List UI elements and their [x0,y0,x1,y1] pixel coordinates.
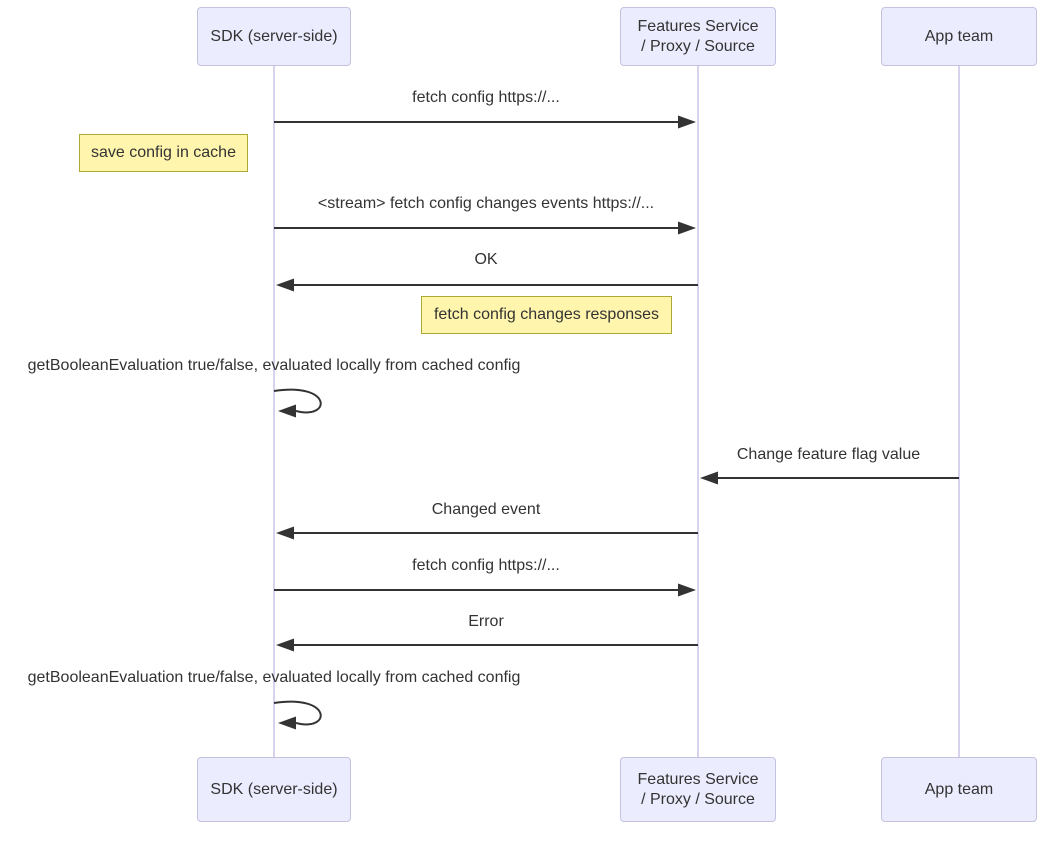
note-text: save config in cache [91,144,236,161]
arrow-stream-fetch-changes [274,221,696,235]
arrow-head-left-icon [276,278,294,292]
message-label-get-boolean-evaluation-2: getBooleanEvaluation true/false, evaluat… [27,669,521,686]
arrow-fetch-config-2 [274,583,696,597]
arrow-error [276,638,698,652]
self-loop-curve [273,700,322,726]
arrow-head-right-icon [678,115,696,129]
note-text: fetch config changes responses [433,306,660,323]
arrow-changed-event [276,526,698,540]
message-label-ok: OK [474,251,498,268]
message-label-fetch-config-1: fetch config https://... [412,89,560,106]
self-loop-get-boolean-evaluation-2 [273,700,322,730]
actor-label: App team [924,27,994,45]
message-label-get-boolean-evaluation-1: getBooleanEvaluation true/false, evaluat… [27,357,521,374]
actor-bottom-features-service: Features Service / Proxy / Source [620,757,776,822]
actor-top-features-service: Features Service / Proxy / Source [620,7,776,66]
message-label-fetch-config-2: fetch config https://... [412,557,560,574]
actor-bottom-sdk: SDK (server-side) [197,757,351,822]
arrow-head-right-icon [678,583,696,597]
actor-label-line1: Features Service [637,17,759,35]
message-label-stream-fetch-changes: <stream> fetch config changes events htt… [317,195,655,212]
actor-label: SDK (server-side) [210,780,338,798]
arrow-head-left-icon [278,404,296,418]
actor-top-sdk: SDK (server-side) [197,7,351,66]
arrow-change-feature-flag [700,471,959,485]
arrow-fetch-config-1 [274,115,696,129]
lifelines [273,66,960,757]
self-loop-get-boolean-evaluation-1 [273,388,322,418]
self-loop-curve [273,388,322,414]
note-fetch-config-changes-responses: fetch config changes responses [421,296,672,334]
arrow-head-left-icon [276,638,294,652]
actor-label: App team [924,780,994,798]
actor-label-line2: / Proxy / Source [641,37,755,55]
arrow-head-right-icon [678,221,696,235]
message-label-change-feature-flag: Change feature flag value [736,446,921,463]
message-label-error: Error [468,613,504,630]
actor-bottom-app-team: App team [881,757,1037,822]
arrow-head-left-icon [278,716,296,730]
note-save-config-in-cache: save config in cache [79,134,248,172]
actor-label-line2: / Proxy / Source [641,790,755,808]
message-label-changed-event: Changed event [431,501,541,518]
actor-label-line1: Features Service [637,770,759,788]
arrow-head-left-icon [276,526,294,540]
arrow-head-left-icon [700,471,718,485]
actor-label: SDK (server-side) [210,27,338,45]
arrow-ok [276,278,698,292]
actor-top-app-team: App team [881,7,1037,66]
